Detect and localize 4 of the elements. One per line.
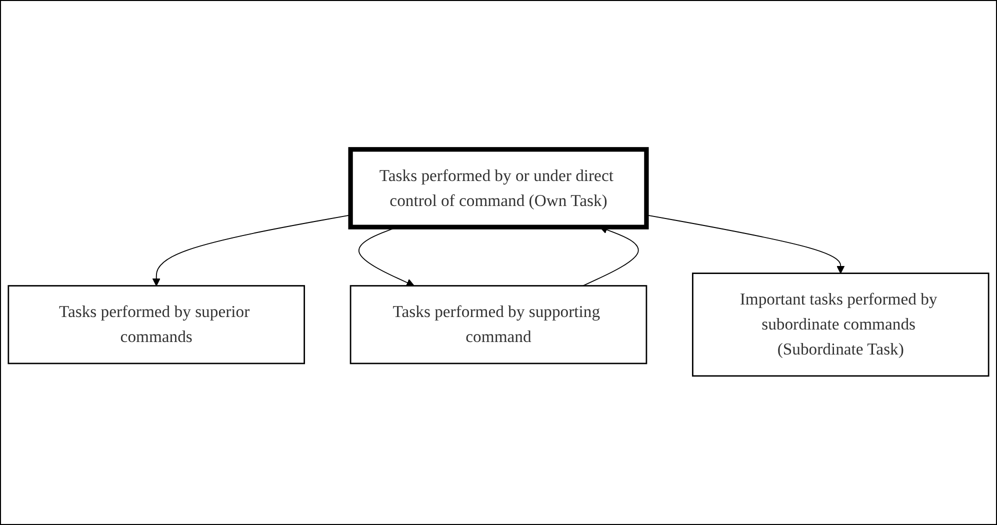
- node-box: Tasks performed by superior commands: [8, 284, 305, 364]
- node-box: Important tasks performed by subordinate commands (Subordinate Task): [692, 272, 990, 376]
- node-box: Tasks performed by supporting command: [350, 284, 648, 364]
- node-box: Tasks performed by or under direct control of command (Own Task): [348, 146, 649, 230]
